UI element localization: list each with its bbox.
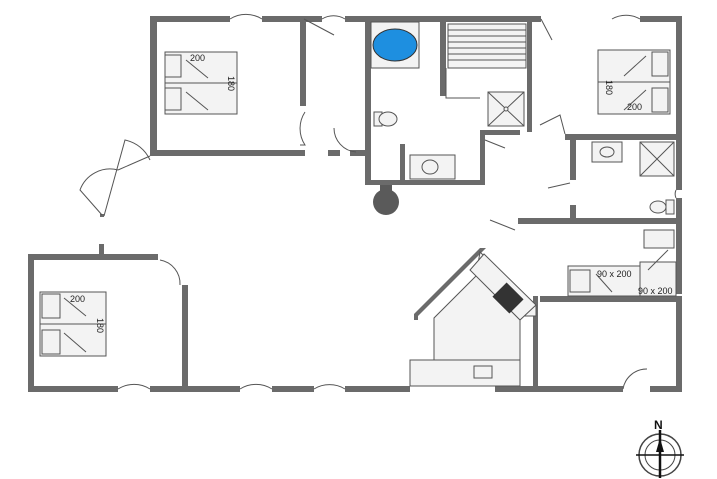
bedroom-top-right: 200 180 — [597, 49, 671, 115]
compass: N — [636, 418, 684, 478]
whirlpool-tub — [372, 28, 418, 62]
bed-width-label: 180 — [604, 80, 614, 95]
bed-length-label: 200 — [627, 102, 642, 112]
bedroom-bunk: 90 x 200 90 x 200 — [567, 229, 677, 297]
bathroom-main — [370, 21, 525, 180]
bed-width-label: 180 — [95, 318, 105, 333]
walls — [28, 16, 682, 392]
fireplace — [373, 185, 399, 215]
bed-lower-label: 90 x 200 — [638, 286, 673, 296]
bed-width-label: 180 — [226, 76, 236, 91]
bed-upper-label: 90 x 200 — [597, 269, 632, 279]
bedroom-top-left: 200 180 — [164, 51, 238, 115]
sauna — [445, 23, 527, 99]
bed-length-label: 200 — [70, 294, 85, 304]
bathroom-small — [591, 141, 675, 215]
bedroom-left: 200 180 — [39, 291, 107, 357]
doors — [79, 13, 677, 390]
north-arrow-icon — [656, 438, 664, 452]
stove — [492, 282, 524, 314]
bed-length-label: 200 — [190, 53, 205, 63]
kitchen — [409, 250, 537, 387]
north-label: N — [654, 418, 663, 432]
